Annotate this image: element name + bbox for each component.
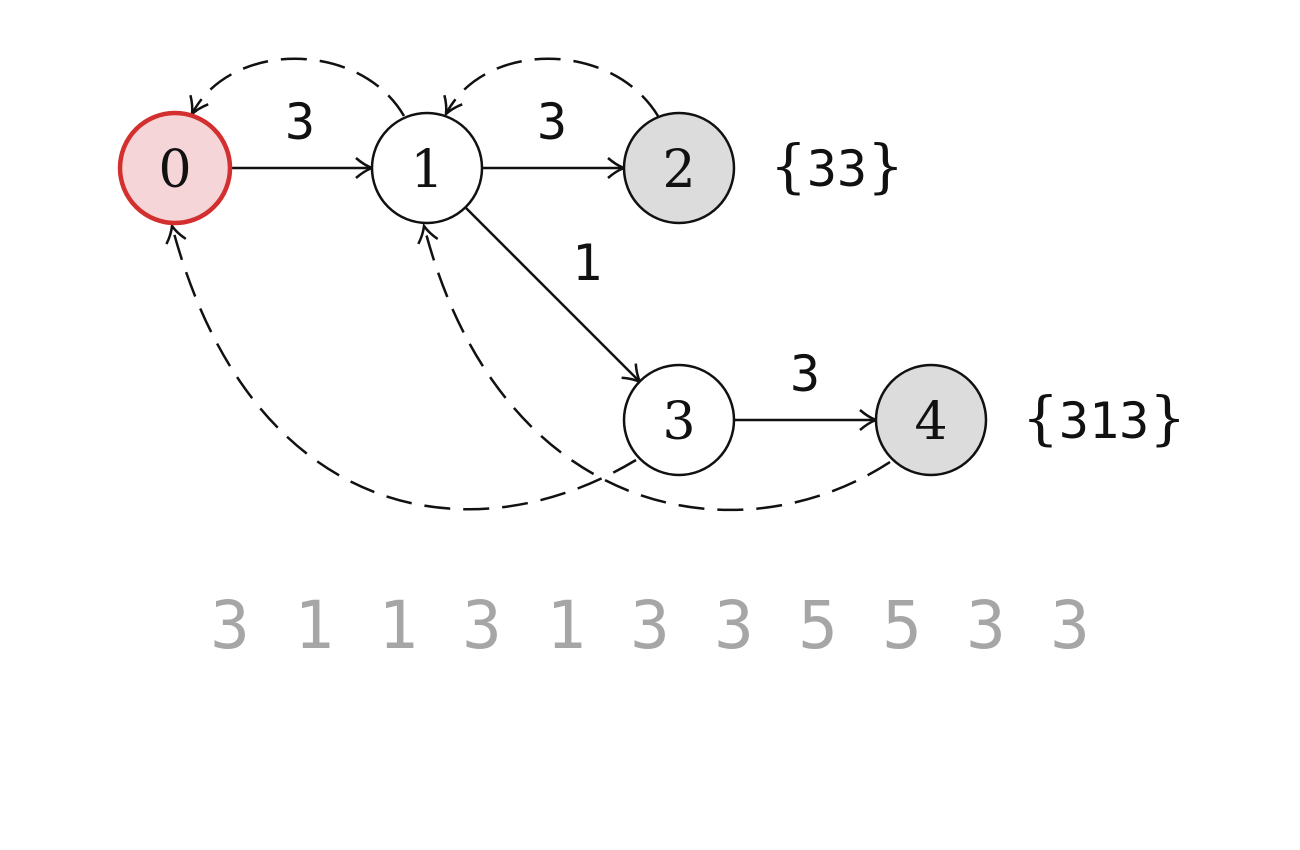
- output-brace-open: {: [1022, 384, 1059, 452]
- output-set-node-4: {313}: [1022, 384, 1186, 452]
- node-4-circle: [874, 363, 988, 477]
- edge-label-0-1: 3: [285, 93, 315, 151]
- node-4: 4: [874, 363, 988, 477]
- node-4-label: 4: [914, 392, 947, 452]
- nodes: 0 1 2 3 4: [117, 110, 988, 477]
- sequence-char: 1: [546, 587, 586, 664]
- node-0: 0: [117, 110, 233, 226]
- failure-links: [165, 57, 891, 511]
- input-sequence: 3 1 1 3 1 3 3 5 5 3 3: [210, 587, 1090, 664]
- node-3: 3: [622, 363, 736, 477]
- sequence-char: 3: [966, 587, 1006, 664]
- node-1: 1: [370, 111, 484, 225]
- node-1-label: 1: [410, 140, 443, 200]
- sequence-char: 1: [294, 587, 334, 664]
- node-0-circle: [117, 110, 233, 226]
- node-3-label: 3: [662, 392, 695, 452]
- node-2-circle: [622, 111, 736, 225]
- output-brace-open: {: [770, 132, 807, 200]
- output-sets: {33} {313}: [770, 132, 1186, 452]
- sequence-char: 3: [1050, 587, 1090, 664]
- node-0-label: 0: [158, 140, 191, 200]
- failure-link-1-to-0: [189, 57, 406, 118]
- output-pattern-313: 313: [1059, 392, 1149, 450]
- node-2: 2: [622, 111, 736, 225]
- failure-link-2-to-1: [443, 57, 660, 118]
- sequence-char: 3: [630, 587, 670, 664]
- edge-1-to-3: [465, 207, 643, 385]
- sequence-char: 5: [882, 587, 922, 664]
- failure-link-3-to-0: [165, 222, 637, 511]
- edge-label-1-3: 1: [572, 234, 602, 292]
- edge-label-1-2: 3: [537, 93, 567, 151]
- node-2-label: 2: [662, 140, 695, 200]
- sequence-char: 3: [714, 587, 754, 664]
- sequence-char: 5: [798, 587, 838, 664]
- output-pattern-33: 33: [807, 140, 867, 198]
- node-1-circle: [370, 111, 484, 225]
- output-brace-close: }: [867, 132, 904, 200]
- output-set-node-2: {33}: [770, 132, 904, 200]
- sequence-char: 3: [462, 587, 502, 664]
- sequence-char: 3: [210, 587, 250, 664]
- output-brace-close: }: [1149, 384, 1186, 452]
- edge-label-3-4: 3: [790, 345, 820, 403]
- node-3-circle: [622, 363, 736, 477]
- edges: 3 3 1 3: [231, 93, 880, 431]
- sequence-char: 1: [378, 587, 418, 664]
